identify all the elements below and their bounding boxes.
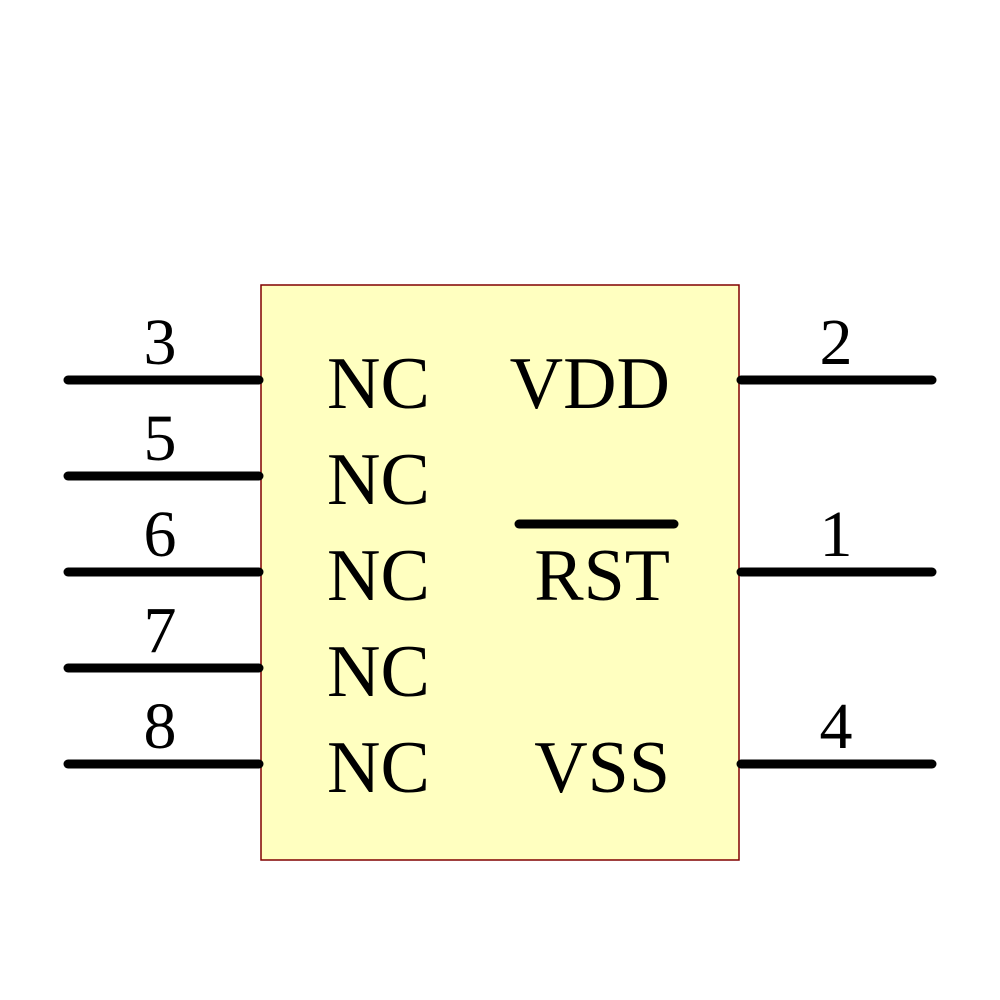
pin-number: 3 [144, 306, 177, 379]
pin-name: NC [327, 631, 430, 713]
pin-number: 4 [820, 690, 853, 763]
pin-name: NC [327, 535, 430, 617]
pin-number: 1 [820, 498, 853, 571]
component-body[interactable] [260, 284, 740, 861]
pin-name: VSS [534, 727, 670, 809]
pin-name: VDD [510, 343, 670, 425]
pin-name: RST [534, 535, 670, 617]
pin-name: NC [327, 727, 430, 809]
pin-name: NC [327, 343, 430, 425]
pin-number: 6 [144, 498, 177, 571]
pin-number: 7 [144, 594, 177, 667]
pin-number: 8 [144, 690, 177, 763]
pin-number: 2 [820, 306, 853, 379]
pin-name: NC [327, 439, 430, 521]
pin-number: 5 [144, 402, 177, 475]
